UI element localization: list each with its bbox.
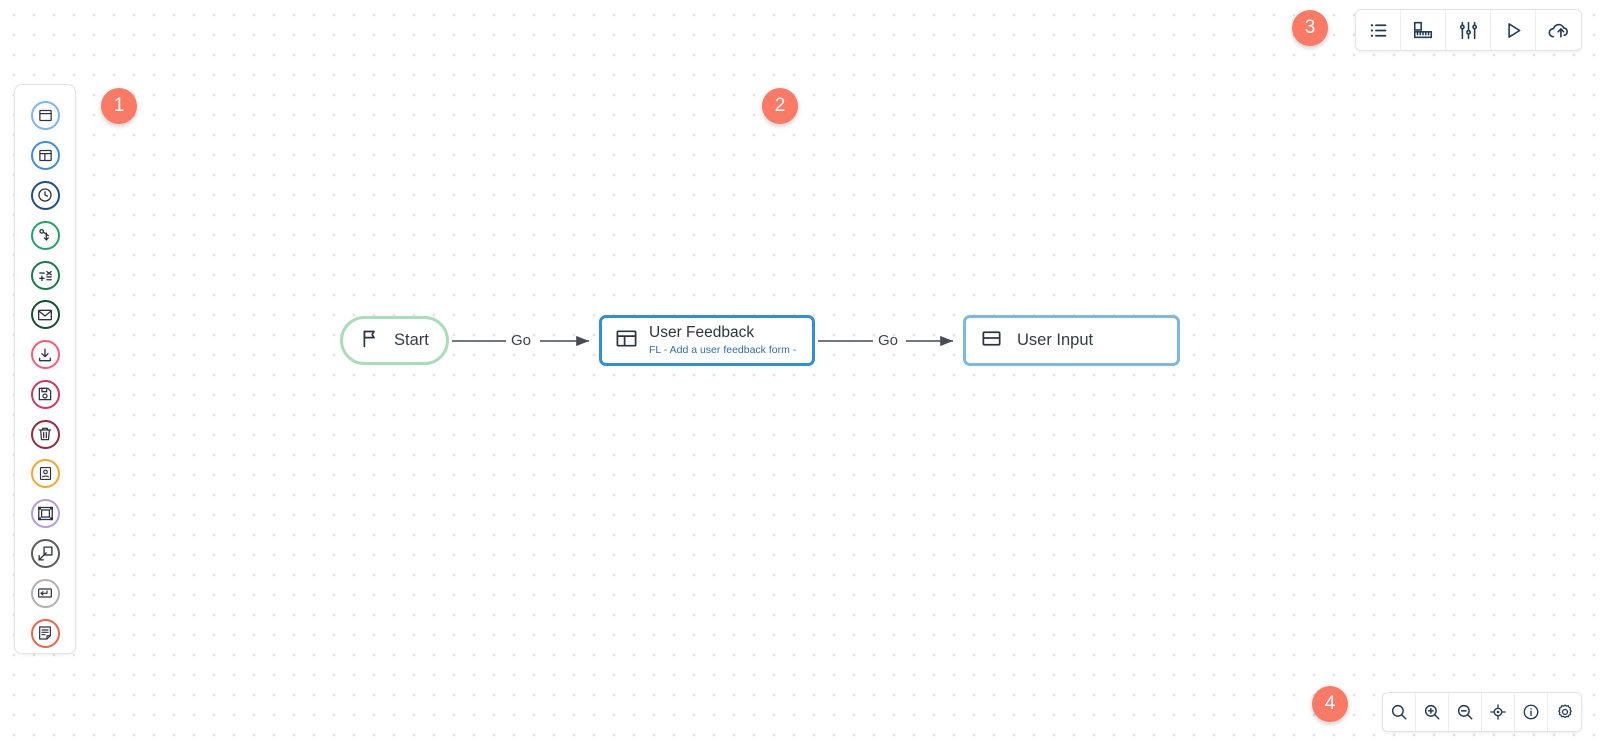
callout-badge-3: 3	[1292, 10, 1328, 46]
gear-icon[interactable]	[1548, 693, 1581, 731]
palette-item-download[interactable]	[14, 335, 76, 375]
flow-node-user-feedback-subtitle: FL - Add a user feedback form -	[649, 344, 797, 357]
download-icon	[30, 340, 60, 370]
callout-badge-4: 4	[1312, 686, 1348, 722]
flow-node-user-feedback-title: User Feedback	[649, 324, 755, 342]
info-icon[interactable]	[1515, 693, 1548, 731]
document-note-icon	[30, 618, 60, 648]
form-layout-icon	[615, 327, 638, 355]
sliders-icon[interactable]	[1446, 10, 1491, 50]
palette-item-group-frames[interactable]	[14, 494, 76, 534]
input-box-icon	[980, 327, 1003, 355]
flow-node-user-feedback[interactable]: User Feedback FL - Add a user feedback f…	[599, 315, 815, 366]
zoom-out-icon[interactable]	[1449, 693, 1482, 731]
flow-node-start-title: Start	[394, 331, 429, 350]
palette-item-window[interactable]	[14, 96, 76, 136]
flow-node-user-input[interactable]: User Input	[963, 315, 1180, 366]
palette-item-layout[interactable]	[14, 136, 76, 176]
mail-icon	[30, 300, 60, 330]
window-icon	[30, 101, 60, 131]
palette-item-save-disk[interactable]	[14, 374, 76, 414]
edge-label-feedback-to-input: Go	[878, 332, 899, 349]
play-run-icon[interactable]	[1491, 10, 1536, 50]
search-icon[interactable]	[1383, 693, 1416, 731]
id-card-icon	[30, 459, 60, 489]
fit-target-icon[interactable]	[1482, 693, 1515, 731]
enter-key-icon	[30, 578, 60, 608]
node-palette-sidebar[interactable]	[14, 84, 76, 654]
palette-item-id-card[interactable]	[14, 454, 76, 494]
palette-item-clock[interactable]	[14, 176, 76, 216]
callout-badge-1: 1	[101, 88, 137, 124]
zoom-in-icon[interactable]	[1416, 693, 1449, 731]
palette-item-mail[interactable]	[14, 295, 76, 335]
flow-node-user-input-title: User Input	[1017, 331, 1094, 350]
flag-icon	[360, 328, 381, 354]
palette-item-document-note[interactable]	[14, 613, 76, 653]
layout-panel-icon	[30, 141, 60, 171]
palette-item-enter-key[interactable]	[14, 573, 76, 613]
palette-item-branch[interactable]	[14, 215, 76, 255]
branch-icon	[30, 220, 60, 250]
expand-arrow-icon	[30, 538, 60, 568]
list-view-icon[interactable]	[1356, 10, 1401, 50]
edge-label-start-to-feedback: Go	[511, 332, 532, 349]
bottom-toolbar[interactable]	[1382, 692, 1582, 732]
save-disk-icon	[30, 379, 60, 409]
palette-item-trash[interactable]	[14, 414, 76, 454]
flow-node-start[interactable]: Start	[340, 316, 449, 365]
top-toolbar[interactable]	[1355, 9, 1582, 51]
ruler-measure-icon[interactable]	[1401, 10, 1446, 50]
trash-icon	[30, 419, 60, 449]
calculator-icon	[30, 260, 60, 290]
callout-badge-2: 2	[762, 88, 798, 124]
group-frames-icon	[30, 499, 60, 529]
clock-icon	[30, 180, 60, 210]
cloud-upload-icon[interactable]	[1536, 10, 1581, 50]
palette-item-expand[interactable]	[14, 534, 76, 574]
palette-item-calculator[interactable]	[14, 255, 76, 295]
